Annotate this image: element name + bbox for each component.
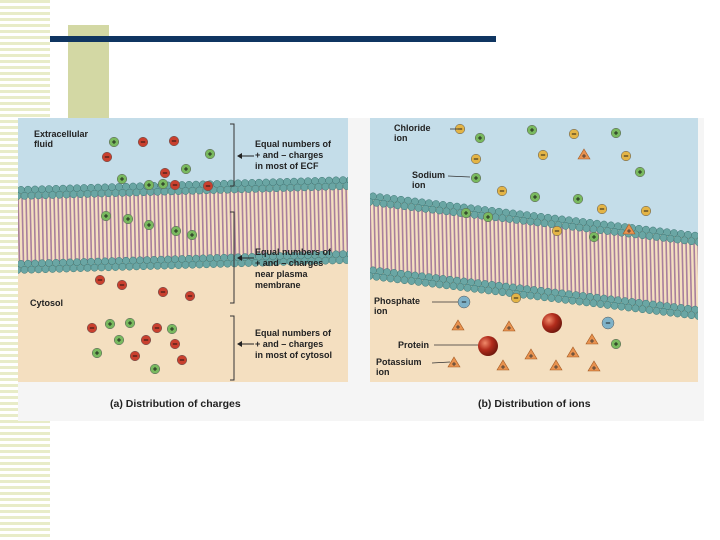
minus-ion-icon: [141, 335, 151, 345]
minus-ion-icon: [87, 323, 97, 333]
plus-ion-icon: [171, 226, 181, 236]
minus-ion-icon: [138, 137, 148, 147]
chloride-ion-icon: [511, 293, 521, 303]
bracket-cytosol: [230, 316, 234, 380]
protein-label: Protein: [398, 340, 429, 350]
panel-a-brackets: Equal numbers of + and – charges in most…: [226, 118, 346, 382]
plus-ion-icon: [92, 348, 102, 358]
phosphate-ion-icon: [602, 317, 614, 329]
minus-ion-icon: [170, 339, 180, 349]
minus-ion-icon: [102, 152, 112, 162]
bracket-label-cytosol: Equal numbers of + and – charges in most…: [255, 328, 334, 360]
membrane-figure: Extracellular fluid Cytosol Equal number…: [18, 118, 704, 421]
protein-icon: [478, 336, 498, 356]
caption-b: (b) Distribution of ions: [478, 398, 591, 410]
plus-ion-icon: [158, 179, 168, 189]
plus-ion-icon: [125, 318, 135, 328]
sodium-ion-icon: [483, 212, 493, 222]
plus-ion-icon: [105, 319, 115, 329]
minus-ion-icon: [170, 180, 180, 190]
plus-ion-icon: [123, 214, 133, 224]
sodium-ion-icon: [635, 167, 645, 177]
plus-ion-icon: [167, 324, 177, 334]
plus-ion-icon: [109, 137, 119, 147]
chloride-ion-icon: [497, 186, 507, 196]
chloride-ion-icon: [621, 151, 631, 161]
chloride-ion-icon: [569, 129, 579, 139]
minus-ion-icon: [185, 291, 195, 301]
plus-ion-icon: [205, 149, 215, 159]
bracket-membrane: [230, 212, 234, 303]
protein-icon: [542, 313, 562, 333]
plus-ion-icon: [117, 174, 127, 184]
sodium-ion-icon: [573, 194, 583, 204]
cytosol-label: Cytosol: [30, 298, 63, 308]
bracket-label-ecf: Equal numbers of + and – charges in most…: [255, 139, 334, 171]
plus-ion-icon: [101, 211, 111, 221]
sodium-ion-icon: [589, 232, 599, 242]
chloride-ion-icon: [641, 206, 651, 216]
bracket-label-membrane: Equal numbers of + and – charges near pl…: [255, 247, 334, 290]
minus-ion-icon: [95, 275, 105, 285]
plus-ion-icon: [187, 230, 197, 240]
minus-ion-icon: [203, 181, 213, 191]
plus-ion-icon: [114, 335, 124, 345]
phosphate-ion-icon: [458, 296, 470, 308]
plus-ion-icon: [150, 364, 160, 374]
sodium-ion-icon: [475, 133, 485, 143]
minus-ion-icon: [158, 287, 168, 297]
sodium-ion-icon: [461, 208, 471, 218]
sodium-ion-icon: [611, 339, 621, 349]
plus-ion-icon: [144, 180, 154, 190]
sodium-ion-icon: [471, 173, 481, 183]
minus-ion-icon: [152, 323, 162, 333]
chloride-ion-icon: [471, 154, 481, 164]
chloride-ion-icon: [552, 226, 562, 236]
sodium-ion-icon: [611, 128, 621, 138]
minus-ion-icon: [117, 280, 127, 290]
plus-ion-icon: [181, 164, 191, 174]
arrow-icon: [237, 153, 254, 347]
caption-a: (a) Distribution of charges: [110, 398, 241, 410]
bracket-ecf: [230, 124, 234, 186]
minus-ion-icon: [177, 355, 187, 365]
panel-b-ions: Chloride ion Sodium ion Phosphate ion Pr…: [370, 118, 698, 382]
title-bar: [50, 36, 496, 42]
minus-ion-icon: [130, 351, 140, 361]
sodium-ion-icon: [530, 192, 540, 202]
sodium-ion-icon: [527, 125, 537, 135]
minus-ion-icon: [160, 168, 170, 178]
plus-ion-icon: [144, 220, 154, 230]
chloride-ion-icon: [597, 204, 607, 214]
chloride-ion-icon: [538, 150, 548, 160]
minus-ion-icon: [169, 136, 179, 146]
